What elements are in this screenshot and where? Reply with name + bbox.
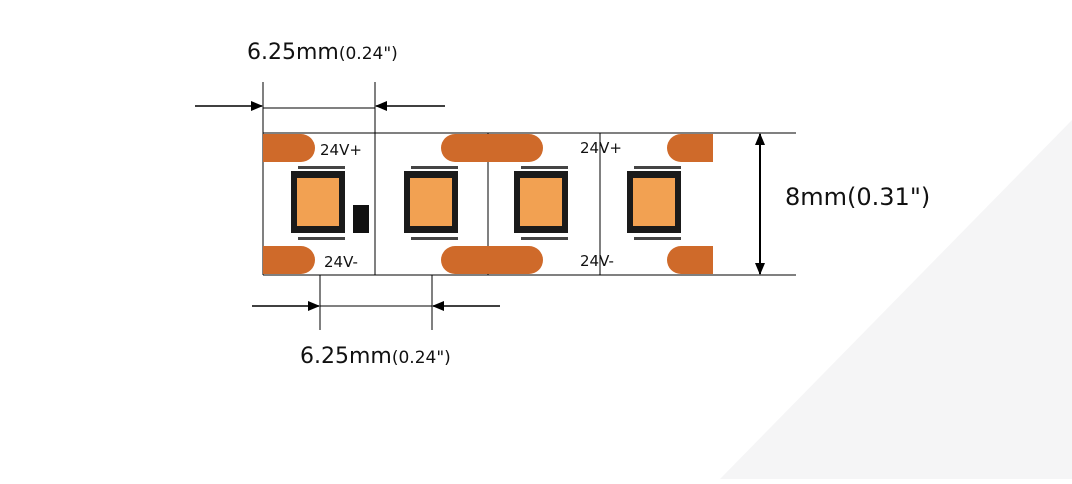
- label-minus-left: 24V-: [324, 253, 358, 271]
- led-1: [291, 166, 345, 240]
- label-minus-right: 24V-: [580, 252, 614, 270]
- top-pitch-dimension: [195, 101, 445, 111]
- strip-width-label: 8mm(0.31"): [785, 183, 931, 211]
- bottom-pitch-label: 6.25mm(0.24"): [300, 344, 451, 369]
- led-2: [404, 166, 458, 240]
- label-plus-right: 24V+: [580, 139, 622, 157]
- solder-pads: [263, 134, 713, 274]
- led-3: [514, 166, 568, 240]
- bottom-pitch-imperial: (0.24"): [391, 348, 451, 368]
- pad-bottom-middle: [441, 246, 543, 274]
- top-pitch-label: 6.25mm(0.24"): [247, 40, 398, 65]
- pad-top-right: [667, 134, 713, 162]
- pad-top-left: [263, 134, 315, 162]
- bottom-pitch-metric: 6.25mm: [300, 344, 392, 369]
- top-pitch-imperial: (0.24"): [338, 44, 398, 64]
- pad-bottom-left: [263, 246, 315, 274]
- bottom-pitch-dimension: [252, 275, 500, 330]
- pad-bottom-right: [667, 246, 713, 274]
- label-plus-left: 24V+: [320, 141, 362, 159]
- top-pitch-metric: 6.25mm: [247, 40, 339, 65]
- pad-top-middle: [441, 134, 543, 162]
- led-4: [627, 166, 681, 240]
- resistor-icon: [353, 205, 369, 233]
